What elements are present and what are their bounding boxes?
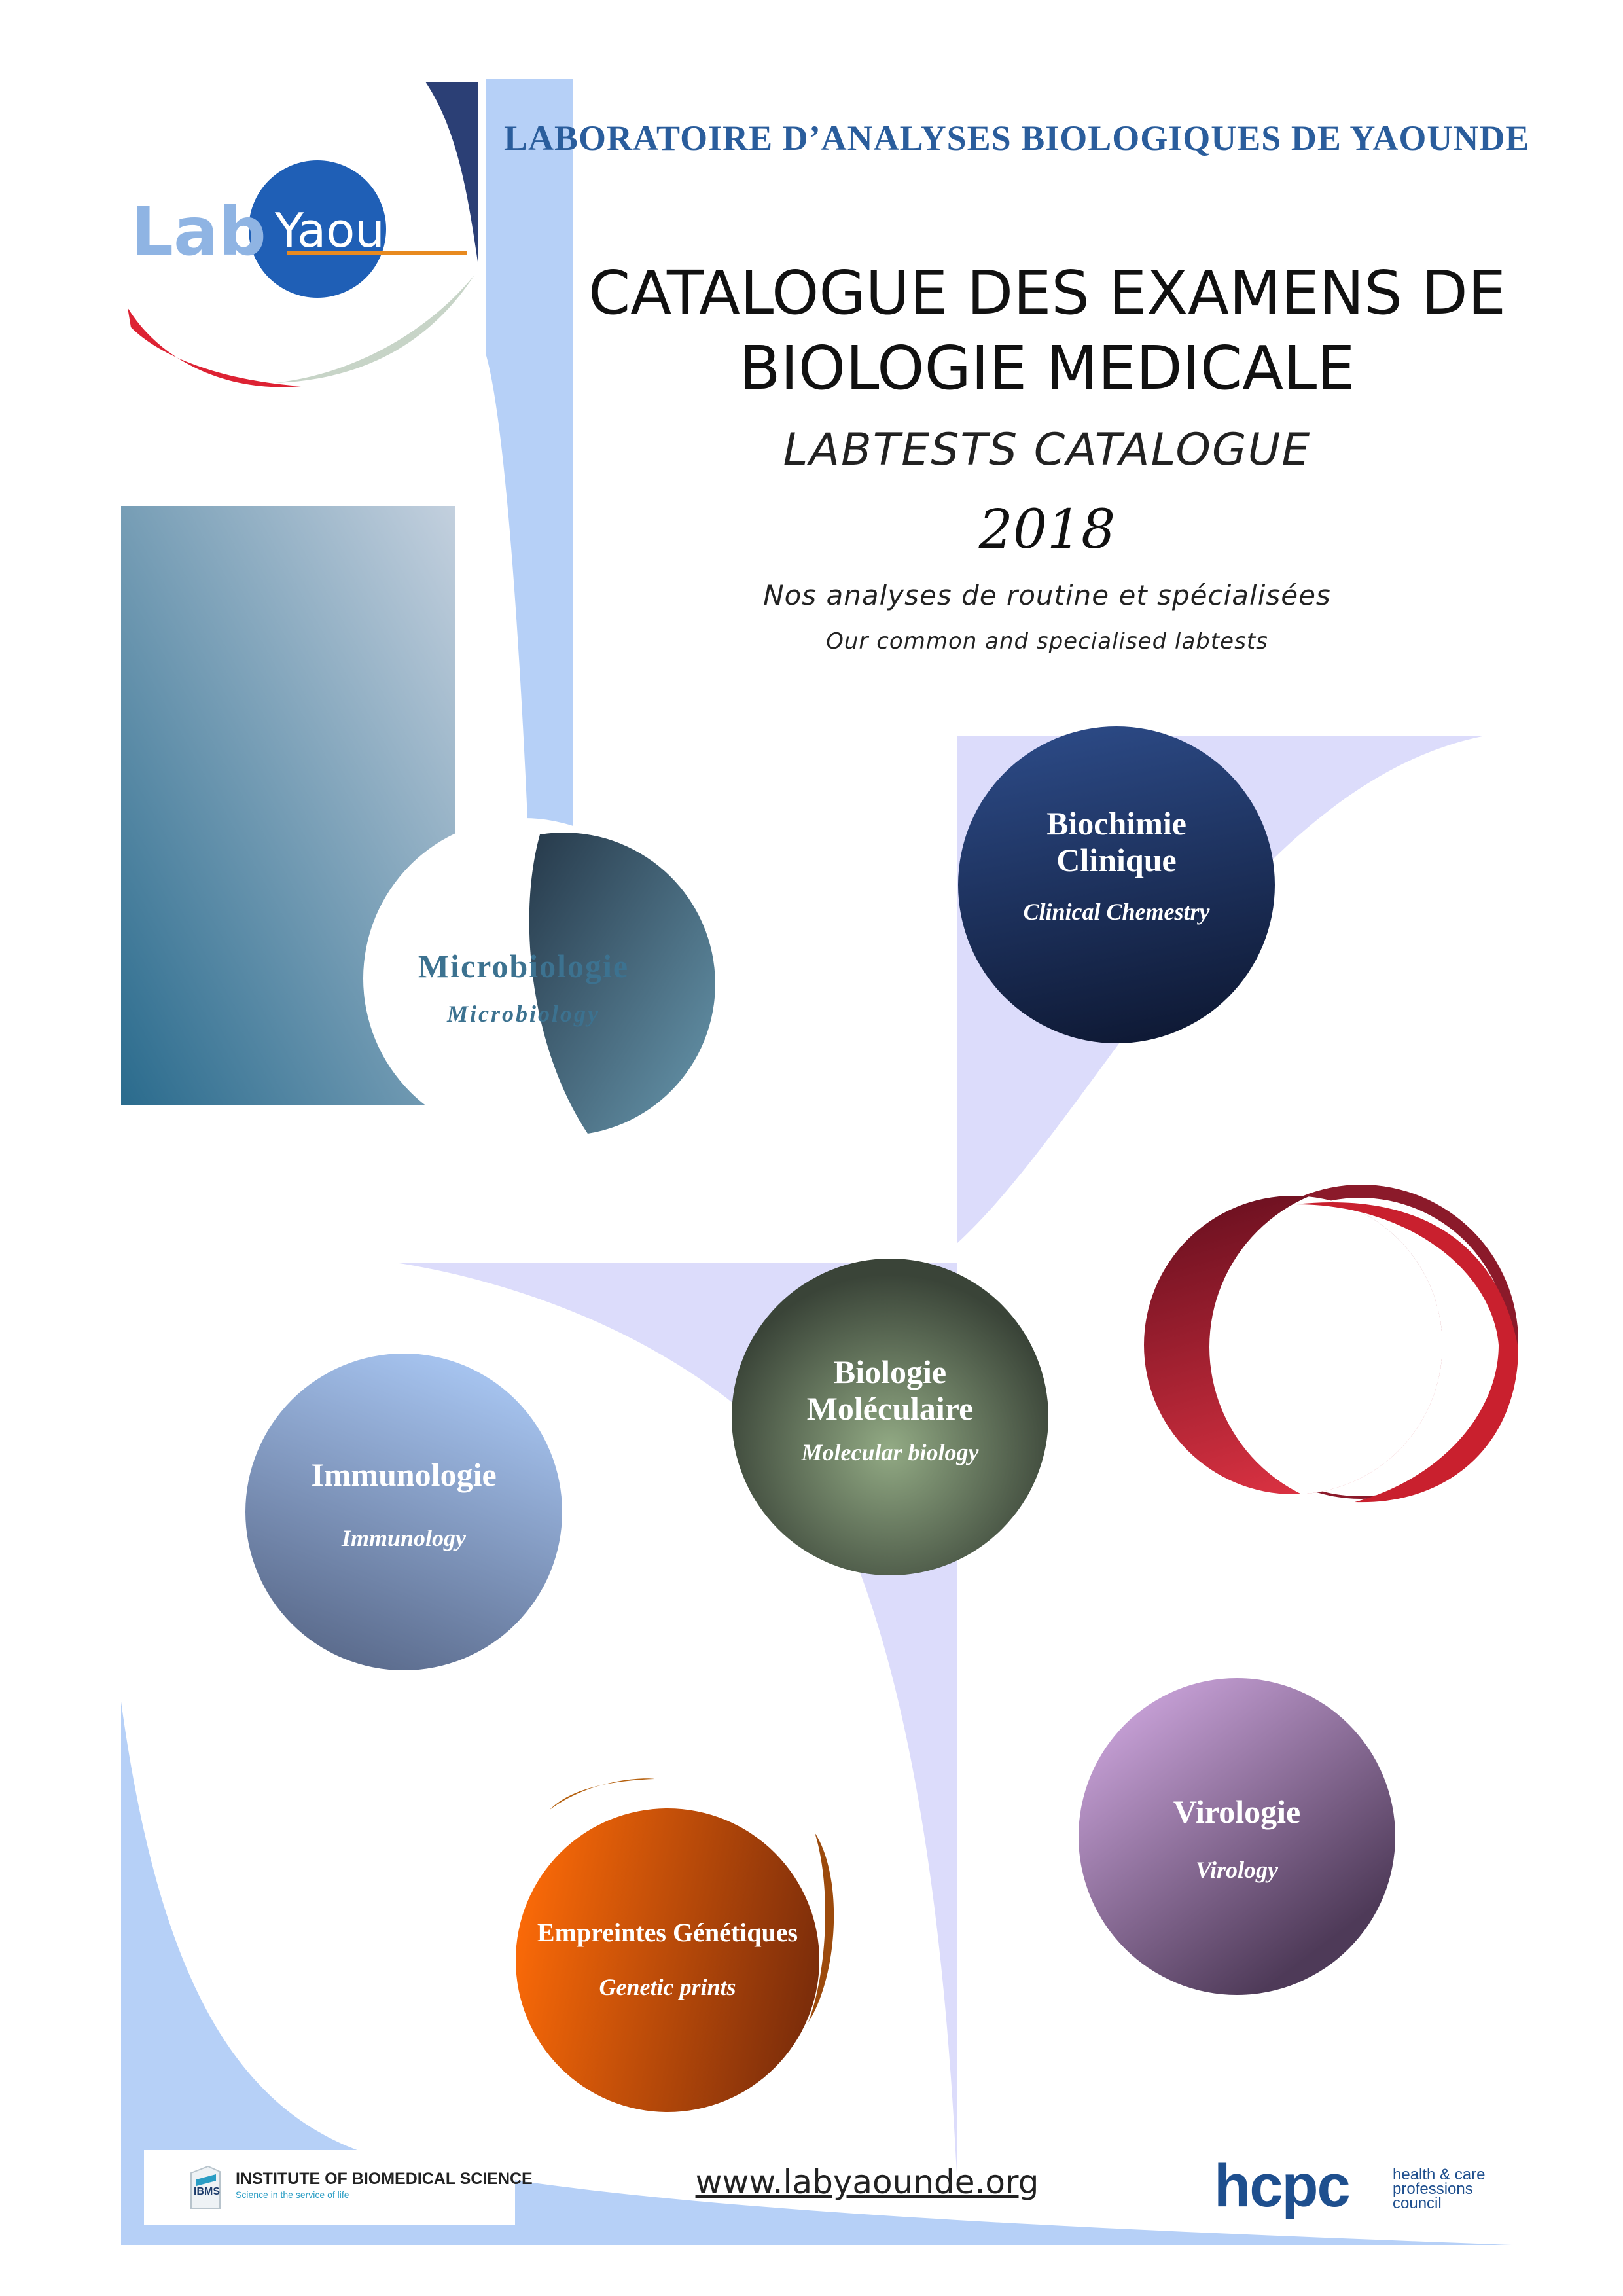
logo-dark-swoosh <box>425 82 478 262</box>
discipline-genetic-prints: Empreintes Génétiques Genetic prints <box>497 1914 838 2001</box>
tagline-french: Nos analyses de routine et spécialisées <box>763 579 1331 611</box>
genetic-prints-circle <box>516 1808 819 2112</box>
title-line-2: BIOLOGIE MEDICALE <box>739 333 1355 403</box>
discipline-en: Clinical Chemestry <box>1023 899 1210 925</box>
title-line-1: CATALOGUE DES EXAMENS DE <box>588 258 1507 328</box>
discipline-en: Haematology <box>1303 1356 1433 1382</box>
logo-red-swoosh <box>128 308 301 387</box>
ibms-abbreviation: IBMS <box>194 2186 220 2197</box>
logo-orange-underline <box>287 251 467 255</box>
logo-yaounde-text: Yaoundé <box>275 203 474 258</box>
hcpc-logo-box <box>1198 2157 1505 2219</box>
discipline-fr: Immunologie <box>311 1456 497 1493</box>
ibms-tagline: Science in the service of life <box>236 2189 349 2200</box>
hcpc-logo-text: hcpc <box>1214 2153 1351 2219</box>
discipline-biochemistry: Biochimie Clinique Clinical Chemestry <box>959 805 1274 925</box>
discipline-microbiology: Microbiologie Microbiology <box>363 948 684 1028</box>
discipline-immunology: Immunologie Immunology <box>247 1456 561 1552</box>
catalogue-title: CATALOGUE DES EXAMENS DE BIOLOGIE MEDICA… <box>510 255 1584 406</box>
discipline-fr: Hématologie <box>1279 1299 1456 1336</box>
discipline-en: Molecular biology <box>801 1439 979 1465</box>
discipline-virology: Virologie Virology <box>1080 1793 1394 1884</box>
catalogue-year: 2018 <box>978 499 1116 561</box>
discipline-fr: Biochimie Clinique <box>1046 805 1186 878</box>
ibms-name: INSTITUTE OF BIOMEDICAL SCIENCE <box>236 2170 533 2188</box>
catalogue-subtitle: LABTESTS CATALOGUE <box>783 424 1311 476</box>
discipline-fr: Microbiologie <box>418 948 630 984</box>
tagline-english: Our common and specialised labtests <box>826 628 1268 655</box>
logo-lab-text: Lab <box>131 193 266 271</box>
discipline-fr: Biologie Moléculaire <box>806 1354 974 1427</box>
discipline-fr: Empreintes Génétiques <box>537 1918 798 1947</box>
laboratory-name: LABORATOIRE D’ANALYSES BIOLOGIQUES DE YA… <box>504 118 1530 158</box>
logo-blue-disc <box>249 160 386 298</box>
discipline-en: Virology <box>1195 1857 1279 1883</box>
discipline-en: Microbiology <box>447 1001 600 1027</box>
discipline-fr: Virologie <box>1173 1793 1301 1830</box>
discipline-en: Genetic prints <box>599 1974 736 2000</box>
discipline-molecular-biology: Biologie Moléculaire Molecular biology <box>733 1354 1047 1466</box>
immunology-circle <box>245 1354 562 1670</box>
microbiology-circle-crescent <box>529 833 715 1134</box>
virology-circle <box>1079 1678 1395 1995</box>
logo-grey-swoosh <box>275 275 474 383</box>
molecular-biology-circle <box>732 1259 1048 1575</box>
website-link[interactable]: www.labyaounde.org <box>695 2163 1039 2201</box>
discipline-haematology: Hématologie Haematology <box>1217 1299 1518 1383</box>
biochemistry-circle <box>958 726 1275 1043</box>
discipline-en: Immunology <box>341 1525 467 1551</box>
hcpc-description: health & care professions council <box>1393 2166 1486 2212</box>
